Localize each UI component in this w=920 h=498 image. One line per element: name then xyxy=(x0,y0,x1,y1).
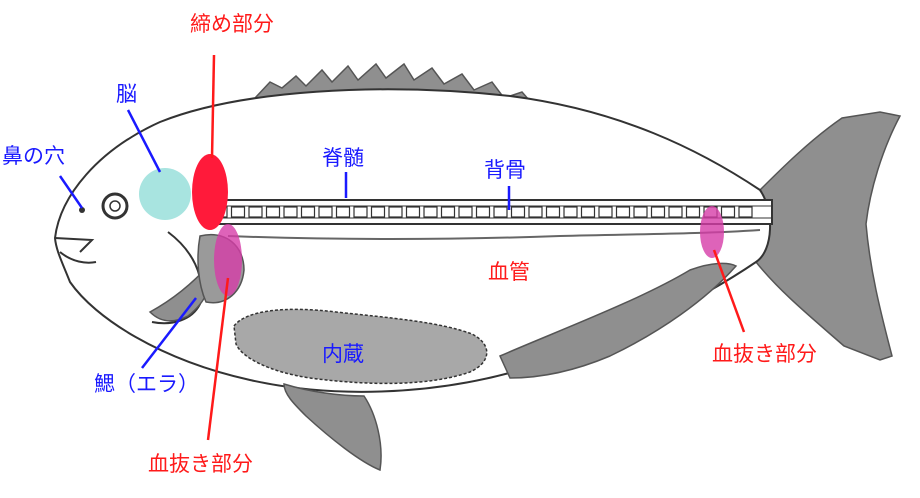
leader-brain xyxy=(126,109,162,173)
vertebra-6 xyxy=(318,206,333,218)
vertebra-26 xyxy=(668,206,683,218)
vertebra-2 xyxy=(248,206,263,218)
vertebra-20 xyxy=(563,206,578,218)
fish-body-outline xyxy=(53,88,771,393)
vertebra-7 xyxy=(335,206,351,218)
blood-vessel-line xyxy=(227,229,761,240)
vertebra-12 xyxy=(423,206,438,218)
anal-fin xyxy=(499,262,738,379)
vertebra-14 xyxy=(458,206,473,218)
vertebra-15 xyxy=(475,206,491,218)
vertebra-30 xyxy=(738,206,753,218)
vertebra-19 xyxy=(545,206,561,218)
vertebra-25 xyxy=(650,206,666,218)
vertebra-23 xyxy=(615,206,631,218)
vertebra-16 xyxy=(493,206,508,218)
label-backbone: 背骨 xyxy=(484,158,526,182)
label-tie-point: 締め部分 xyxy=(190,12,274,36)
leader-gills xyxy=(141,297,197,369)
vertebra-8 xyxy=(353,206,368,218)
vertebra-24 xyxy=(633,206,648,218)
fish-mouth xyxy=(54,237,97,264)
vertebra-11 xyxy=(405,206,421,218)
backbone xyxy=(209,199,773,225)
vertebra-27 xyxy=(685,206,701,218)
vertebra-18 xyxy=(528,206,543,218)
vertebra-9 xyxy=(370,206,386,218)
fish-eye-pupil xyxy=(109,200,121,212)
leader-nostril xyxy=(58,175,84,209)
vertebra-17 xyxy=(510,206,526,218)
leader-bleed-tail xyxy=(712,249,746,333)
vertebrae xyxy=(213,206,753,218)
vertebra-3 xyxy=(265,206,281,218)
nostril-dot xyxy=(79,207,85,213)
bleed-point-gill-marker xyxy=(214,224,242,296)
label-gills: 鰓（エラ） xyxy=(94,372,199,396)
vertebra-22 xyxy=(598,206,613,218)
vertebra-10 xyxy=(388,206,403,218)
internal-organs-region xyxy=(233,308,488,385)
leader-bleed-gill xyxy=(206,277,230,441)
vertebra-4 xyxy=(283,206,298,218)
vertebra-5 xyxy=(300,206,316,218)
label-blood-vessel: 血管 xyxy=(488,260,530,284)
tie-point-marker xyxy=(192,154,228,230)
label-bleed-point-tail: 血抜き部分 xyxy=(712,342,817,366)
label-organs: 内蔵 xyxy=(322,342,364,366)
label-brain: 脳 xyxy=(116,82,137,106)
leader-tie-point xyxy=(210,54,216,159)
label-nostril: 鼻の穴 xyxy=(2,144,65,168)
label-bleed-point-gill: 血抜き部分 xyxy=(148,452,253,476)
vertebra-13 xyxy=(440,206,456,218)
pelvic-fin xyxy=(283,382,382,472)
bleed-point-tail-marker xyxy=(700,206,724,258)
vertebra-29 xyxy=(720,206,736,218)
tail-fin xyxy=(749,111,902,361)
label-spinal-cord: 脊髄 xyxy=(322,146,364,170)
vertebra-1 xyxy=(230,206,246,218)
brain-marker xyxy=(139,168,191,220)
vertebra-21 xyxy=(580,206,596,218)
